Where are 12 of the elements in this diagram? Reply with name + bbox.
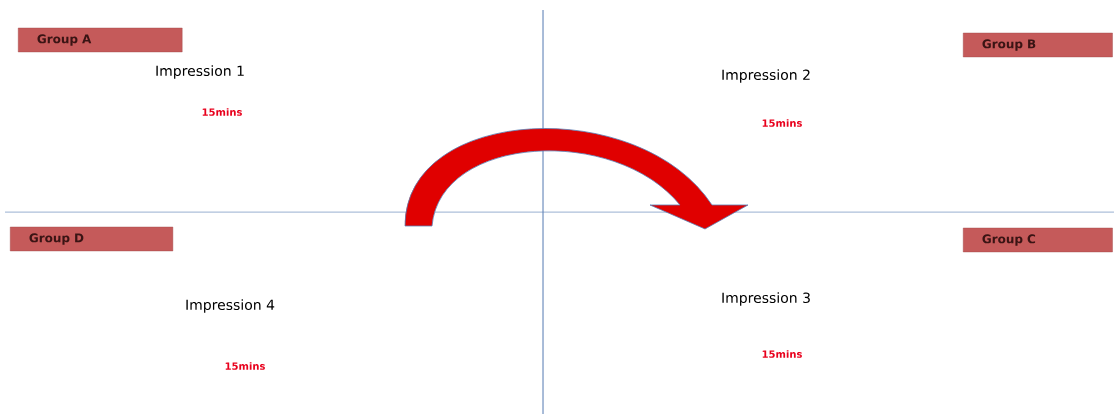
duration-label: 15mins: [225, 362, 265, 370]
group-box: Group D: [10, 226, 174, 252]
impression-label: Impression 1: [156, 65, 244, 79]
duration-label: 15mins: [762, 119, 802, 127]
impression-label: Impression 4: [186, 299, 275, 313]
group-box: Group B: [963, 32, 1113, 58]
impression-label: Impression 2: [722, 69, 810, 83]
group-box: Group A: [18, 27, 183, 53]
duration-label: 15mins: [202, 108, 242, 116]
impression-label: Impression 3: [722, 292, 810, 306]
duration-label: 15mins: [762, 350, 802, 358]
group-box: Group C: [963, 227, 1113, 253]
